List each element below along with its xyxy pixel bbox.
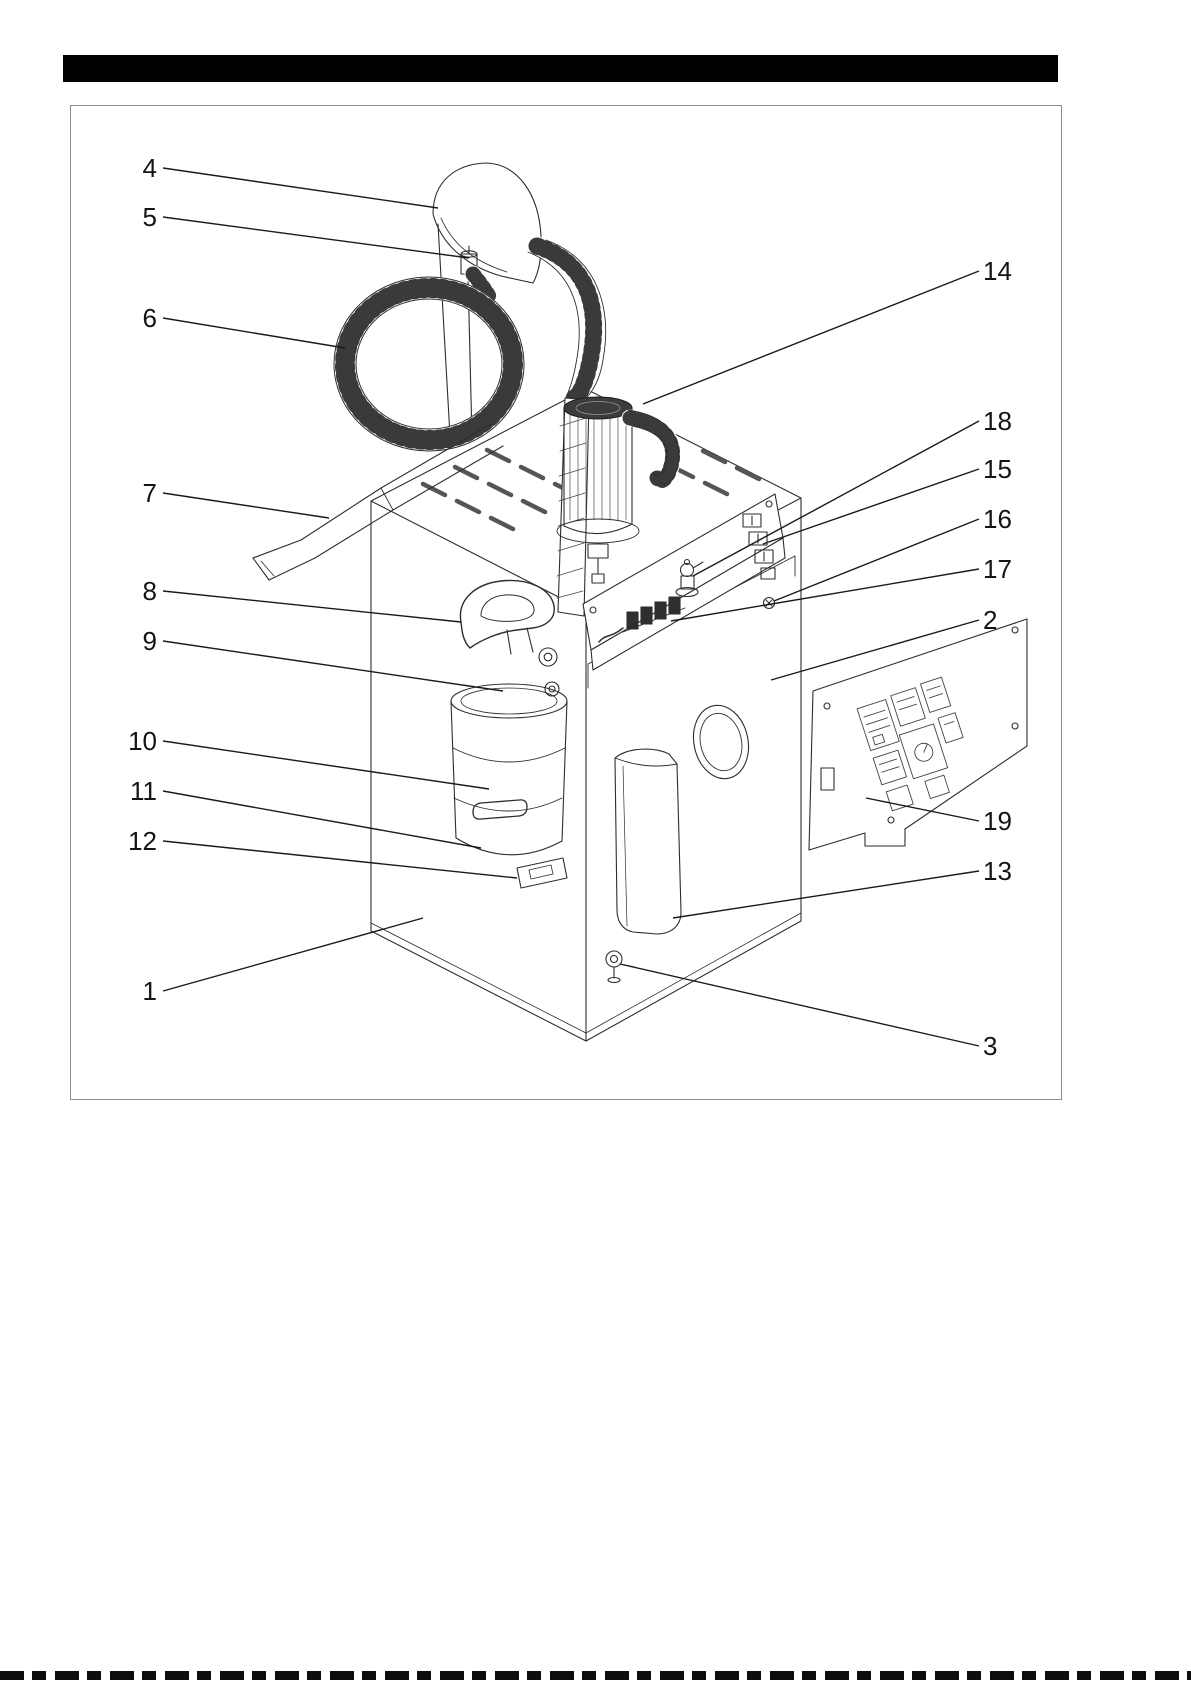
- callout-16: 16: [983, 504, 1012, 534]
- callout-10: 10: [128, 726, 157, 756]
- part-16-screw: [762, 596, 776, 610]
- leader-1: [162, 917, 424, 992]
- leader-18: [692, 420, 980, 577]
- callout-12: 12: [128, 826, 157, 856]
- part-9-knobs: [538, 647, 560, 697]
- part-12-latch: [516, 857, 568, 889]
- part-11-grip-slot: [472, 799, 528, 820]
- cabinet-body: [370, 388, 802, 1042]
- leader-lines: [162, 167, 980, 1047]
- part-7-nozzle: [252, 423, 504, 581]
- leader-6: [162, 317, 346, 349]
- callout-8: 8: [143, 576, 157, 606]
- leader-14: [642, 270, 980, 405]
- part-4-cover: [432, 162, 542, 284]
- part-8-handle: [459, 579, 555, 655]
- control-panel: [582, 493, 786, 671]
- leader-19: [865, 797, 980, 822]
- upper-hose: [527, 236, 607, 408]
- leader-4: [162, 167, 439, 209]
- figure-frame: 4 5 6 7 8 9 10 11 12 1 14 18 15 16 17 2 …: [70, 105, 1062, 1100]
- part-17-terminal: [598, 596, 686, 643]
- leader-7: [162, 492, 330, 519]
- part-10-container: [450, 683, 568, 856]
- callout-6: 6: [143, 303, 157, 333]
- callout-4: 4: [143, 153, 157, 183]
- part-13-tank: [614, 748, 682, 935]
- callout-2: 2: [983, 605, 997, 635]
- parts-diagram: 4 5 6 7 8 9 10 11 12 1 14 18 15 16 17 2 …: [128, 153, 1028, 1061]
- leader-11: [162, 790, 482, 849]
- leader-13: [672, 870, 980, 919]
- leader-5: [162, 216, 470, 259]
- callout-3: 3: [983, 1031, 997, 1061]
- motor-unit: [556, 396, 640, 584]
- callout-7: 7: [143, 478, 157, 508]
- part-19-labels: [856, 676, 964, 812]
- leader-8: [162, 590, 462, 623]
- callout-13: 13: [983, 856, 1012, 886]
- callout-numbers: 4 5 6 7 8 9 10 11 12 1 14 18 15 16 17 2 …: [128, 153, 1012, 1061]
- vent-slots: [420, 447, 762, 532]
- part-6-suction-hose: [333, 265, 525, 452]
- port-opening: [692, 704, 750, 780]
- callout-1: 1: [143, 976, 157, 1006]
- leader-15: [762, 468, 980, 545]
- callout-17: 17: [983, 554, 1012, 584]
- callout-14: 14: [983, 256, 1012, 286]
- leader-17: [670, 568, 980, 622]
- part-2-side-panel: [808, 618, 1028, 851]
- leader-10: [162, 740, 490, 790]
- internal-tube: [556, 397, 590, 617]
- part-3-drain-plug: [605, 950, 623, 984]
- leader-9: [162, 640, 504, 692]
- callout-19: 19: [983, 806, 1012, 836]
- exhaust-hose: [621, 409, 682, 490]
- callout-11: 11: [130, 776, 157, 806]
- leader-2: [770, 619, 980, 681]
- page-header-bar: [63, 55, 1058, 82]
- callout-9: 9: [143, 626, 157, 656]
- callout-5: 5: [143, 202, 157, 232]
- leader-16: [773, 518, 980, 602]
- part-15-switches: [742, 513, 776, 580]
- leader-3: [619, 963, 980, 1047]
- callout-15: 15: [983, 454, 1012, 484]
- callout-18: 18: [983, 406, 1012, 436]
- machine-illustration: [252, 162, 1028, 1042]
- leader-12: [162, 840, 518, 879]
- part-18-valve: [675, 558, 704, 598]
- cut-line: [0, 1671, 1191, 1680]
